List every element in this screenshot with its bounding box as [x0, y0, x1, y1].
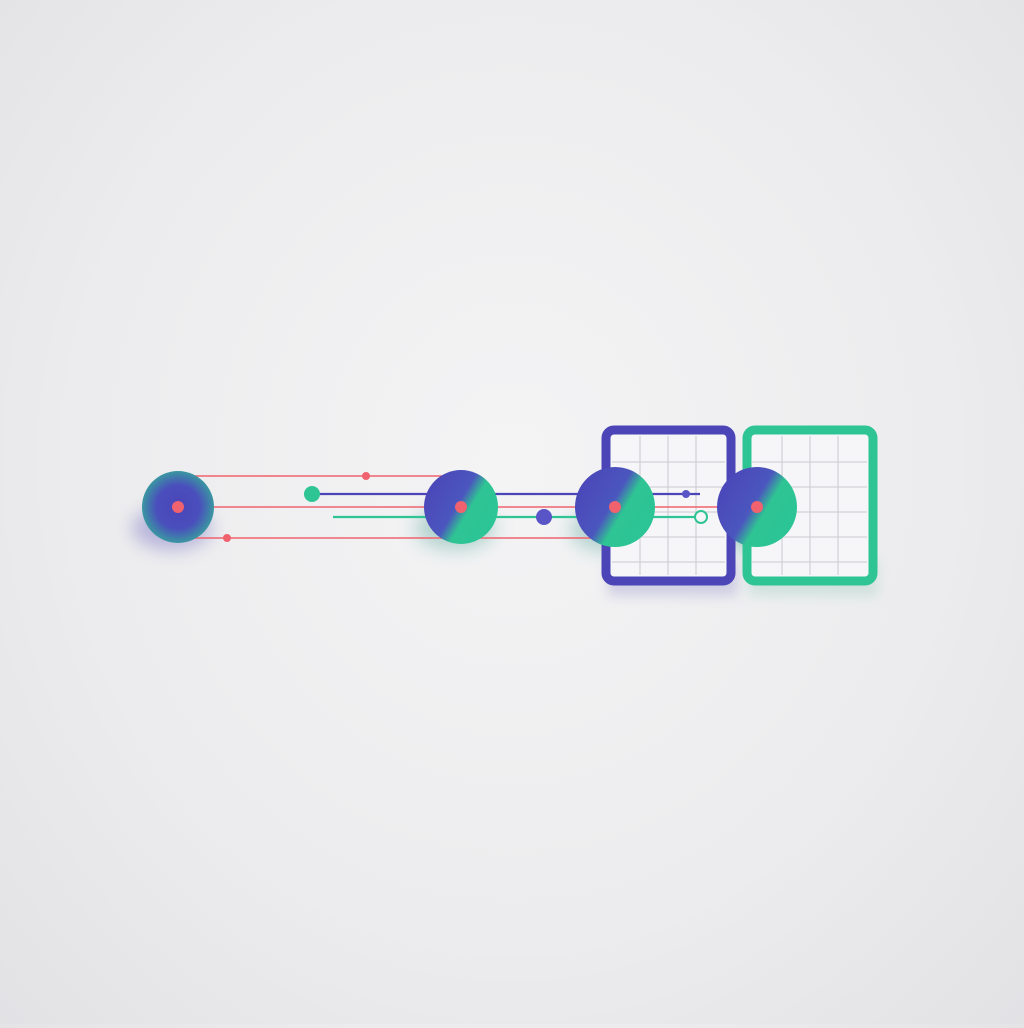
- node-4: [717, 467, 797, 547]
- coral-dot: [362, 472, 370, 480]
- indigo-dot: [536, 509, 552, 525]
- connector-dots: [223, 472, 708, 542]
- node-2: [424, 470, 498, 544]
- teal-ring-dot: [694, 510, 708, 524]
- node-3: [575, 467, 655, 547]
- indigo-dot: [682, 490, 690, 498]
- node-1: [142, 471, 214, 543]
- coral-dot: [223, 534, 231, 542]
- teal-dot: [304, 486, 320, 502]
